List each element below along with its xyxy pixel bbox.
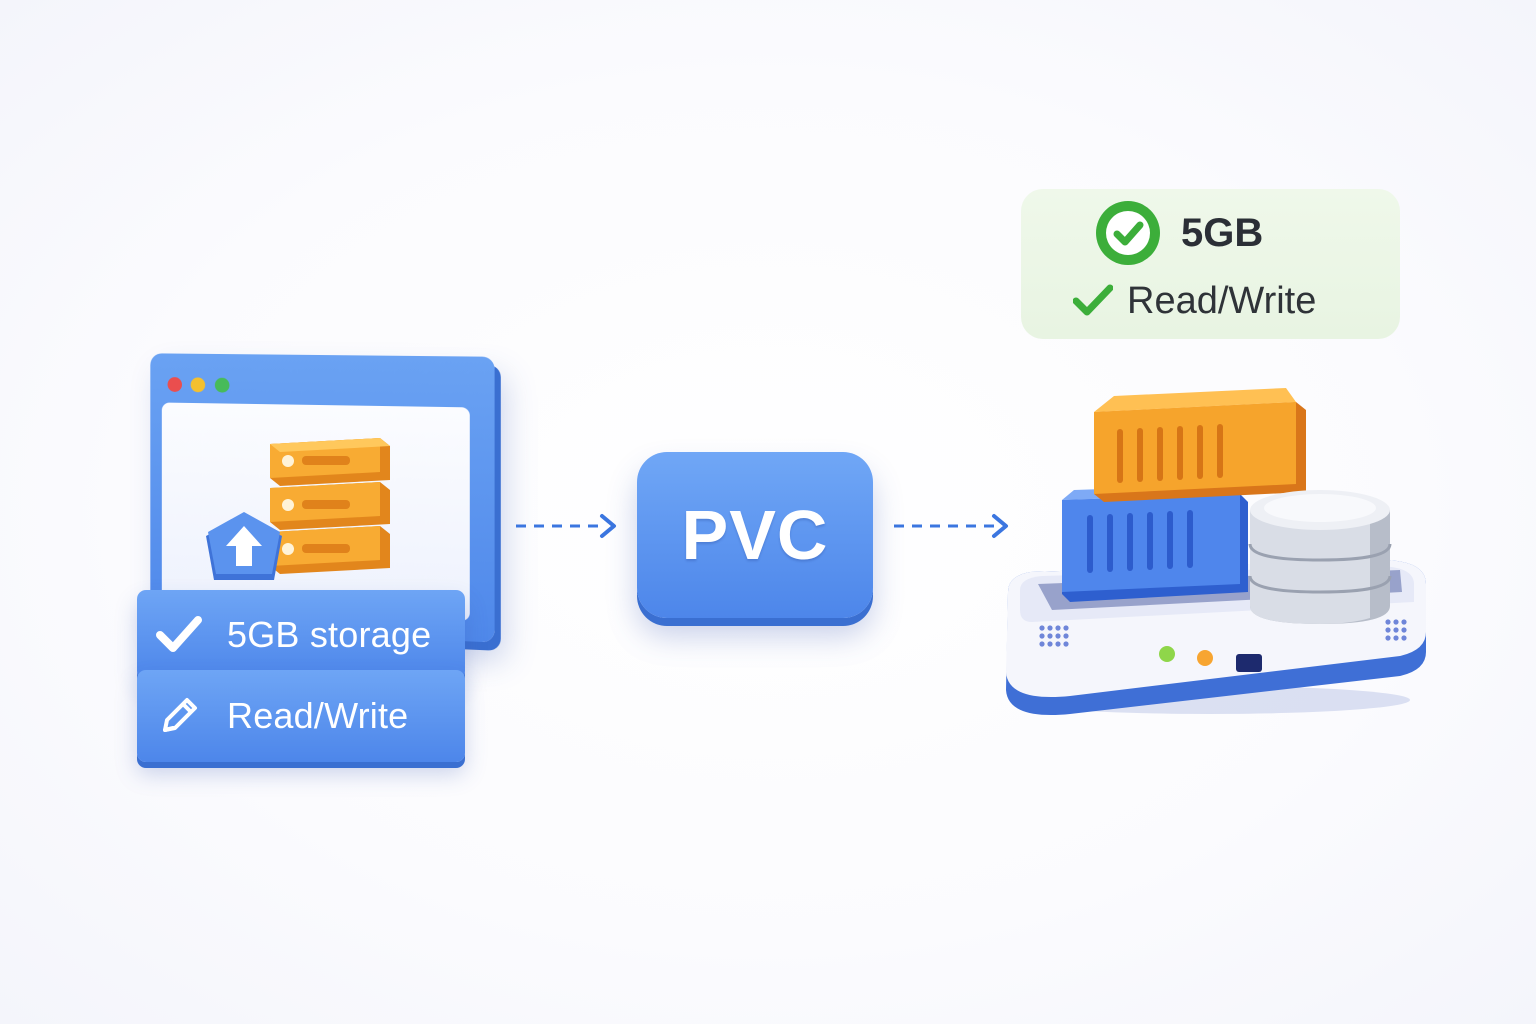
window-minimize-dot[interactable] [191,377,205,392]
dashed-arrow-icon [512,508,622,544]
pvc-block: PVC [637,452,873,618]
access-mode-label: Read/Write [227,695,408,737]
server-unit-1 [270,438,390,486]
capacity-row: 5GB [1095,201,1263,265]
window-close-dot[interactable] [168,377,182,392]
provisioned-access: Read/Write [1127,280,1316,323]
upload-arrow-icon [200,512,290,584]
vent-right [1385,619,1406,640]
database-icon [1250,490,1390,624]
blue-container [1062,484,1250,602]
access-mode-pill: Read/Write [137,670,465,762]
check-circle-icon [1095,200,1161,266]
pvc-label: PVC [682,495,829,575]
pencil-icon [149,694,209,738]
status-led-green [1159,646,1175,662]
port-icon [1236,654,1262,672]
storage-request-pill: 5GB storage [137,590,465,680]
status-led-orange [1197,650,1213,666]
checkmark-icon [149,615,209,655]
provisioned-capacity: 5GB [1181,211,1263,256]
orange-container [1094,388,1306,502]
window-maximize-dot[interactable] [215,378,230,393]
storage-node-icon [990,370,1440,720]
provisioned-status-card: 5GB Read/Write [1021,189,1400,339]
access-row: Read/Write [1073,273,1316,329]
checkmark-icon [1073,284,1113,318]
storage-request-label: 5GB storage [227,614,431,656]
